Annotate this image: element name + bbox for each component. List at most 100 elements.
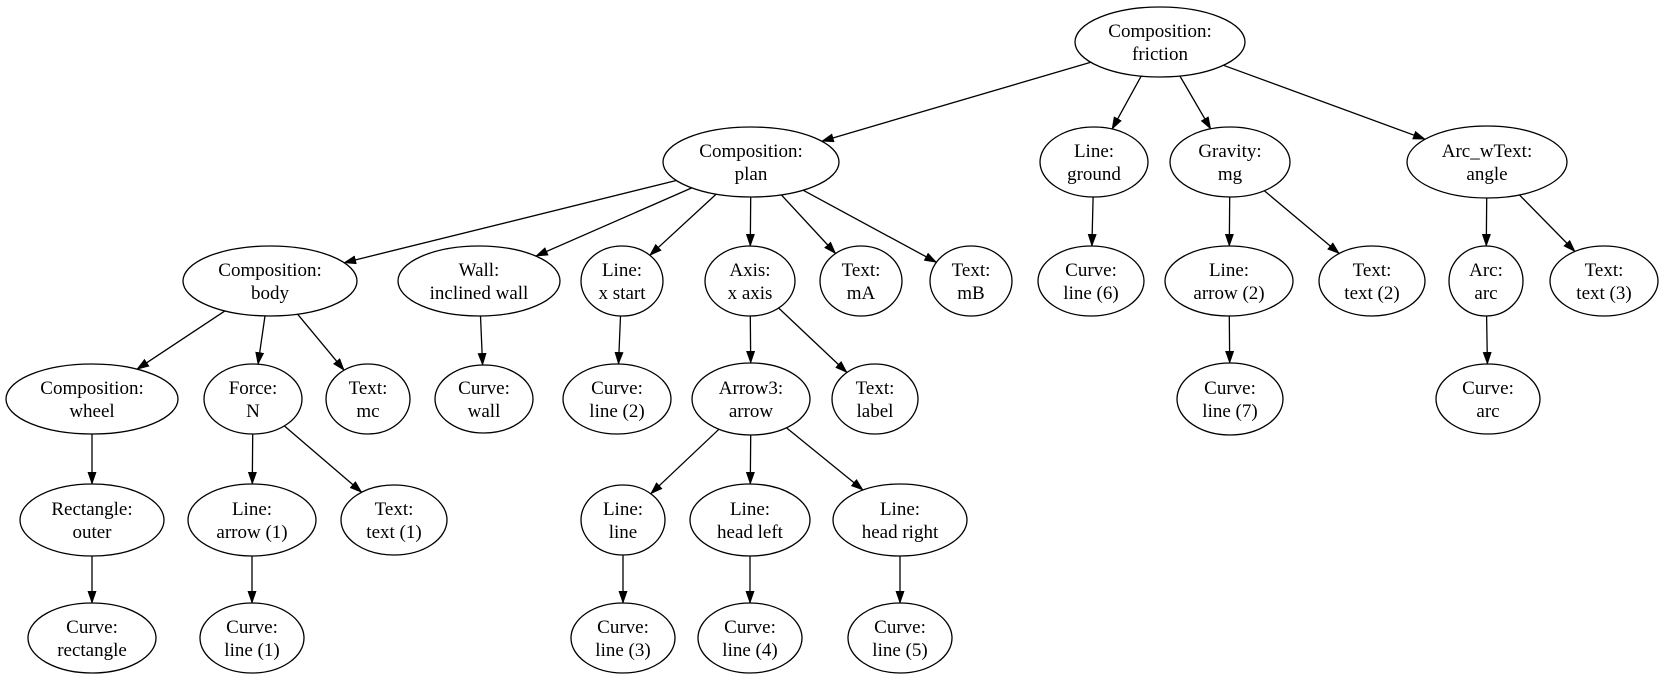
node-headright: Line:head right	[832, 483, 968, 557]
node-wheel-label-line1: Composition:	[40, 378, 143, 399]
node-arc-ellipse	[1448, 245, 1524, 317]
node-curvewall-label-line2: wall	[468, 401, 501, 422]
node-mA-label-line1: Text:	[842, 260, 881, 281]
edge-plan-xstart	[649, 193, 717, 256]
node-label: Text:label	[831, 363, 919, 435]
node-mc-label-line2: mc	[356, 401, 379, 422]
node-arrow2-label-line1: Line:	[1209, 260, 1249, 281]
node-line4c: Curve:line (4)	[697, 602, 803, 674]
node-text1: Text:text (1)	[340, 484, 448, 556]
node-text2-label-line1: Text:	[1353, 260, 1392, 281]
node-wheel-label-line2: wheel	[69, 401, 114, 422]
edge-arc-curvearc	[1482, 315, 1492, 365]
node-arc-label-line1: Arc:	[1469, 260, 1503, 281]
node-body-ellipse	[182, 245, 358, 317]
node-gravity-label-line1: Gravity:	[1198, 141, 1261, 162]
node-outer-label-line2: outer	[72, 522, 112, 543]
node-curvearc-label-line1: Curve:	[1462, 378, 1514, 399]
node-text3: Text:text (3)	[1549, 245, 1659, 317]
node-line6-label-line2: line (6)	[1063, 283, 1118, 304]
node-arrow1-label-line2: arrow (1)	[216, 522, 287, 543]
node-lineline-label-line2: line	[609, 522, 638, 543]
node-headright-ellipse	[832, 483, 968, 557]
node-lineline-label-line1: Line:	[603, 499, 643, 520]
node-line7: Curve:line (7)	[1176, 362, 1284, 436]
node-xaxis-label-line2: x axis	[728, 283, 773, 304]
node-headleft-label-line2: head left	[717, 522, 784, 543]
node-arrow1-ellipse	[187, 483, 317, 557]
node-line1c-ellipse	[199, 602, 305, 674]
edge-xstart-line2c	[614, 315, 624, 365]
node-line2c: Curve:line (2)	[562, 363, 672, 435]
node-line5c: Curve:line (5)	[847, 602, 953, 674]
node-arrow2-label-line2: arrow (2)	[1193, 283, 1264, 304]
node-line6-label-line1: Curve:	[1065, 260, 1117, 281]
node-line6-ellipse	[1037, 245, 1145, 317]
node-line6: Curve:line (6)	[1037, 245, 1145, 317]
node-ground-label-line2: ground	[1067, 164, 1121, 185]
node-xstart-label-line2: x start	[599, 283, 647, 304]
node-arrow2: Line:arrow (2)	[1164, 245, 1294, 317]
node-mc-ellipse	[325, 363, 411, 435]
node-line7-label-line2: line (7)	[1202, 401, 1257, 422]
node-line5c-ellipse	[847, 602, 953, 674]
node-mA-ellipse	[819, 245, 903, 317]
node-xstart-ellipse	[580, 245, 664, 317]
edge-friction-ground	[1111, 75, 1142, 130]
edge-plan-mB	[802, 189, 938, 263]
node-ground: Line:ground	[1039, 126, 1149, 198]
node-line7-ellipse	[1176, 362, 1284, 436]
node-gravity-ellipse	[1169, 126, 1291, 198]
node-ground-label-line1: Line:	[1074, 141, 1114, 162]
node-text1-label-line2: text (1)	[366, 522, 421, 543]
node-label-label-line2: label	[857, 401, 894, 422]
node-xstart: Line:x start	[580, 245, 664, 317]
node-text2-ellipse	[1318, 245, 1426, 317]
node-xstart-label-line1: Line:	[602, 260, 642, 281]
node-wall-label-line2: inclined wall	[430, 283, 529, 304]
node-arrow1-label-line1: Line:	[232, 499, 272, 520]
node-friction-label-line1: Composition:	[1108, 21, 1211, 42]
node-mB-label-line2: mB	[957, 283, 984, 304]
edge-forceN-text1	[283, 425, 363, 493]
node-mA: Text:mA	[819, 245, 903, 317]
node-arrow2-ellipse	[1164, 245, 1294, 317]
node-xaxis-ellipse	[704, 245, 796, 317]
node-line3c-label-line2: line (3)	[595, 640, 650, 661]
edge-xaxis-label	[778, 307, 848, 374]
node-wheel: Composition:wheel	[5, 363, 179, 435]
node-xaxis-label-line1: Axis:	[729, 260, 770, 281]
node-friction: Composition:friction	[1074, 6, 1246, 78]
edge-plan-mA	[780, 194, 837, 255]
node-wall: Wall:inclined wall	[397, 245, 561, 317]
node-text1-ellipse	[340, 484, 448, 556]
node-gravity: Gravity:mg	[1169, 126, 1291, 198]
node-headleft-ellipse	[689, 483, 811, 557]
edge-arrow3-lineline	[650, 428, 720, 495]
node-line5c-label-line2: line (5)	[872, 640, 927, 661]
node-angle-label-line2: angle	[1466, 164, 1507, 185]
node-gravity-label-line2: mg	[1218, 164, 1243, 185]
node-body-label-line1: Composition:	[218, 260, 321, 281]
node-curvearc: Curve:arc	[1435, 363, 1541, 435]
node-wall-ellipse	[397, 245, 561, 317]
node-friction-ellipse	[1074, 6, 1246, 78]
node-label-label-line1: Text:	[856, 378, 895, 399]
node-text2: Text:text (2)	[1318, 245, 1426, 317]
edge-wall-curvewall	[477, 315, 487, 366]
node-arc: Arc:arc	[1448, 245, 1524, 317]
node-line4c-label-line2: line (4)	[722, 640, 777, 661]
node-arrow1: Line:arrow (1)	[187, 483, 317, 557]
edges-layer	[87, 61, 1576, 604]
node-forceN-ellipse	[203, 363, 303, 435]
node-rectangle: Curve:rectangle	[27, 602, 157, 674]
node-friction-label-line2: friction	[1132, 44, 1188, 65]
node-line4c-label-line1: Curve:	[724, 617, 776, 638]
node-headright-label-line1: Line:	[880, 499, 920, 520]
node-curvearc-ellipse	[1435, 363, 1541, 435]
node-line3c-label-line1: Curve:	[597, 617, 649, 638]
edge-body-forceN	[255, 315, 266, 366]
node-outer-ellipse	[19, 483, 165, 557]
node-line3c: Curve:line (3)	[570, 602, 676, 674]
